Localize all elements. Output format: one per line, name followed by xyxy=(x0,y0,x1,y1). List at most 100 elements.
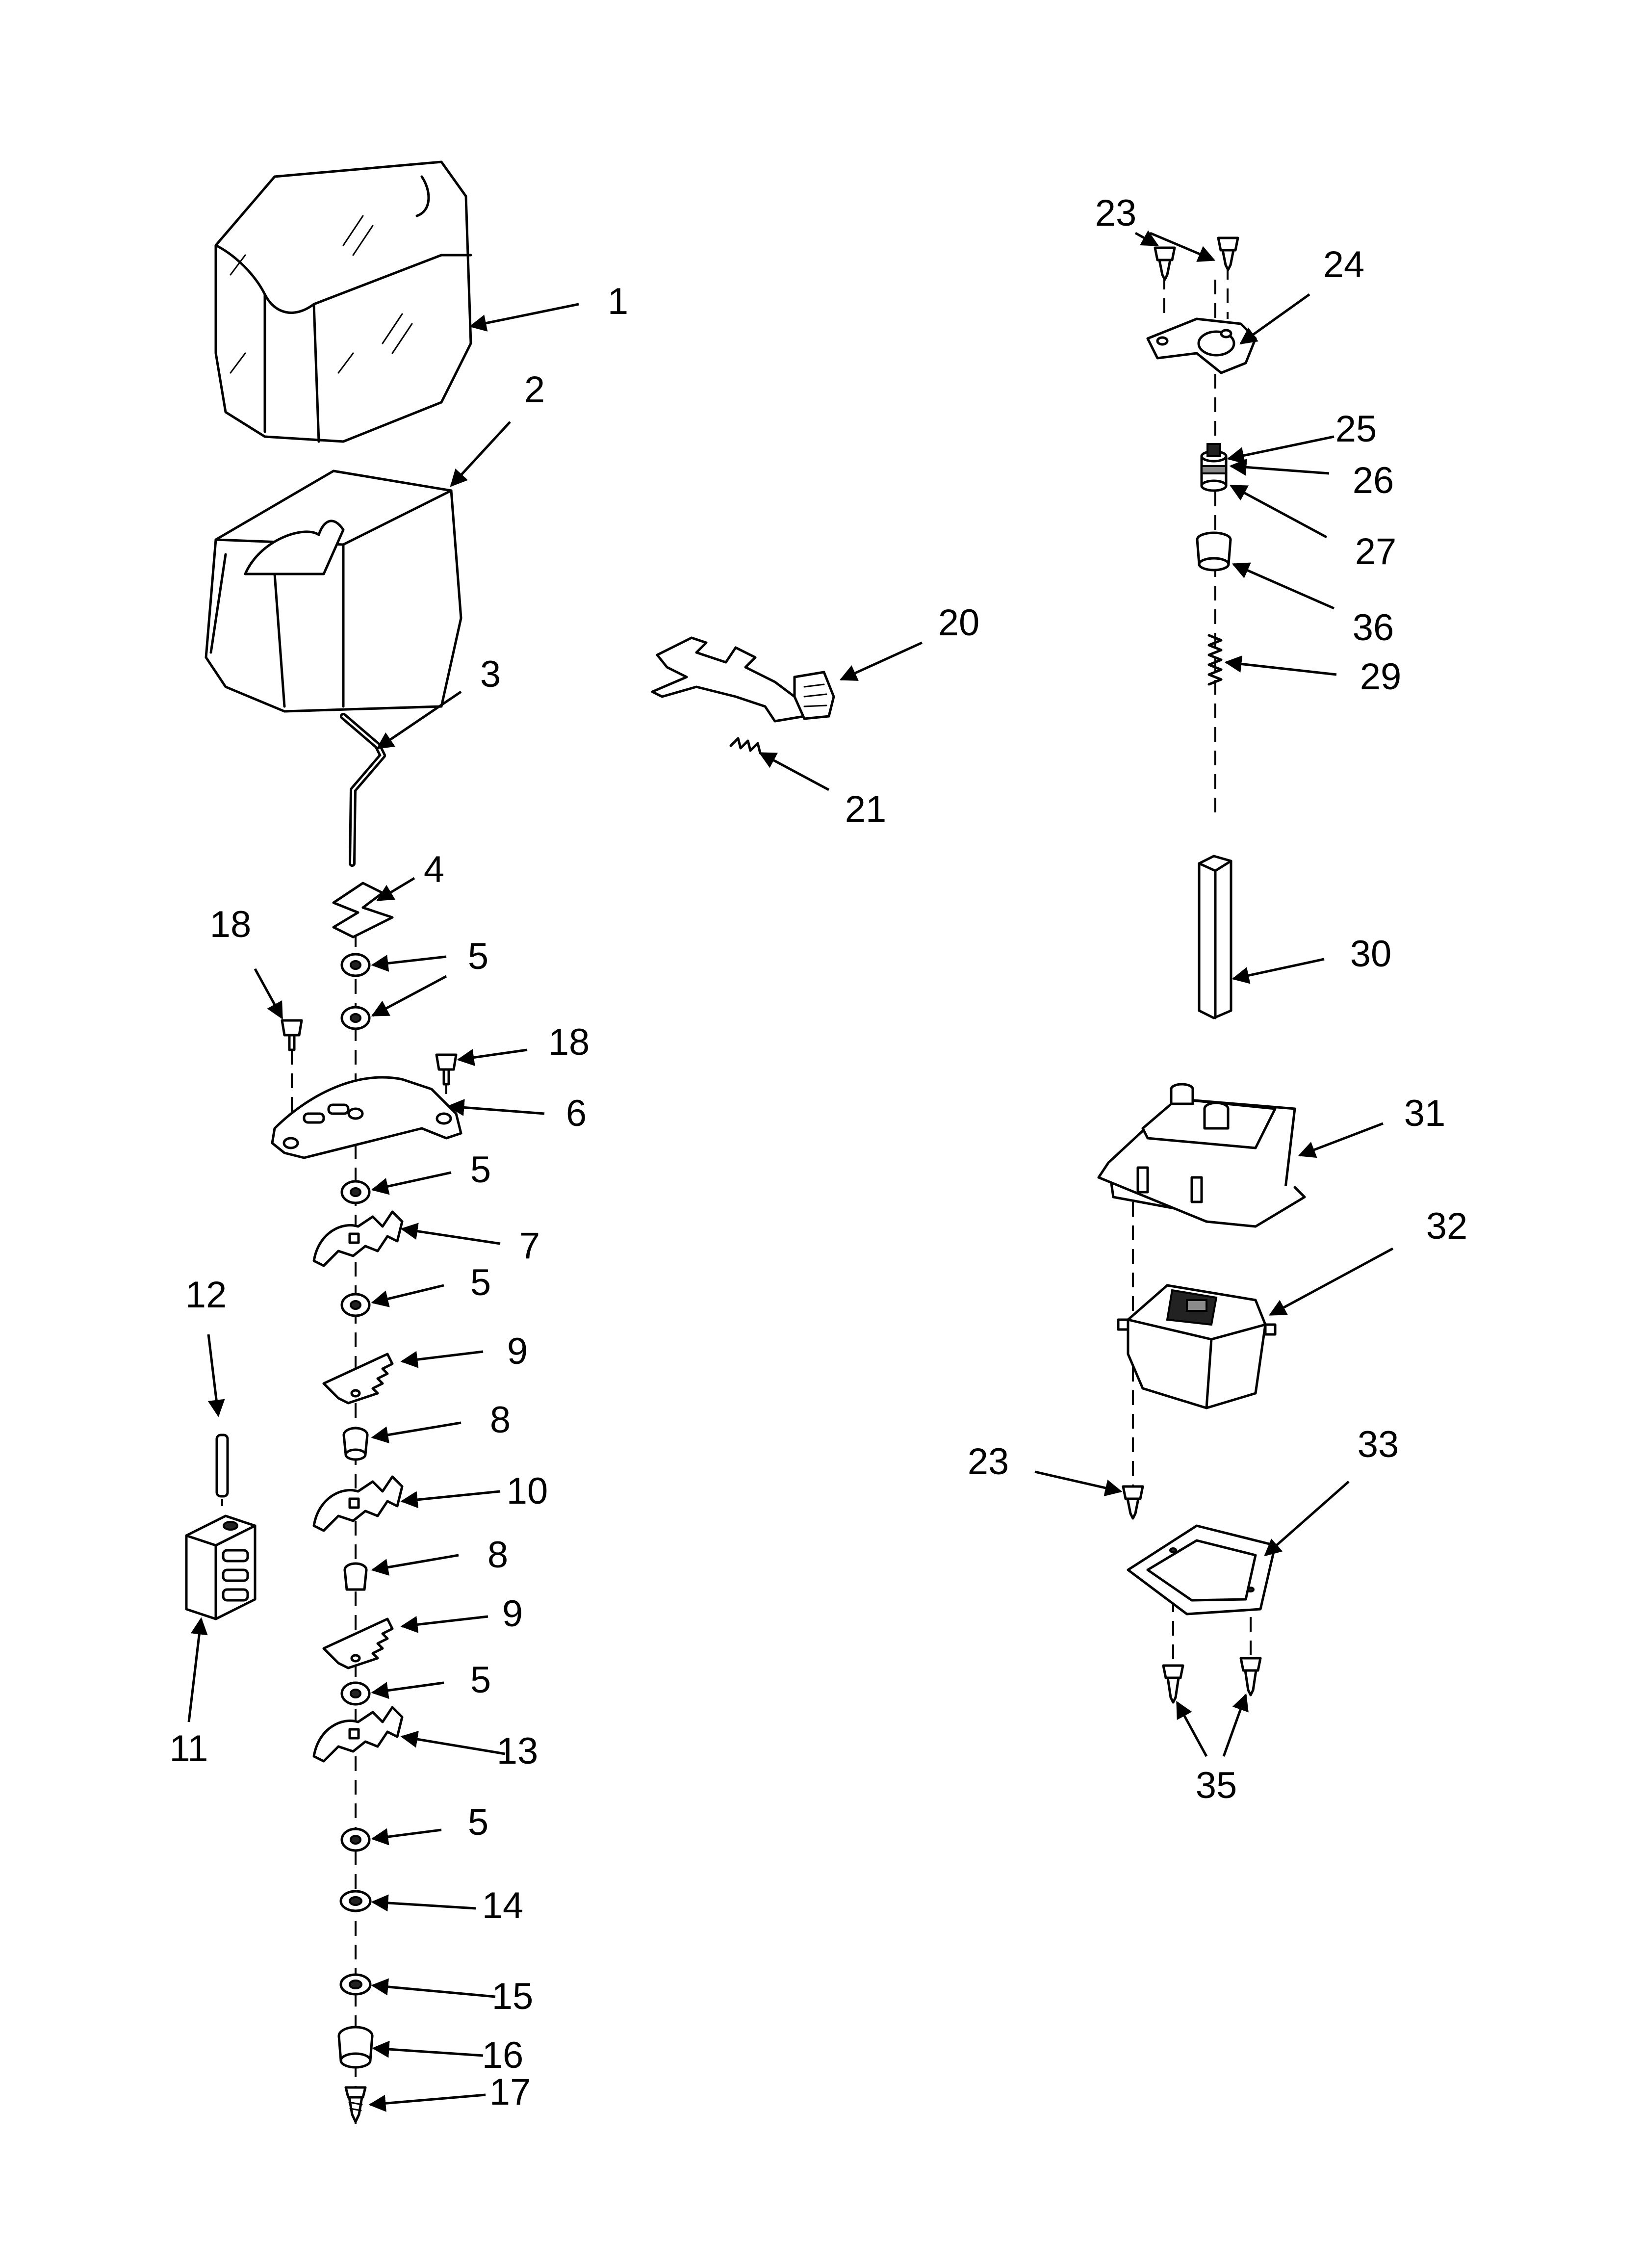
leader-5f xyxy=(371,1828,442,1846)
leader-26 xyxy=(1229,458,1330,476)
leader-17 xyxy=(368,2093,486,2112)
leader-6 xyxy=(447,1098,545,1116)
clip-part xyxy=(332,882,394,938)
callout-35: 35 xyxy=(1196,1765,1237,1806)
callout-16: 16 xyxy=(482,2034,524,2076)
leader-3 xyxy=(376,690,462,750)
leader-24 xyxy=(1239,293,1310,345)
callout-17: 17 xyxy=(489,2071,531,2113)
callout-7: 7 xyxy=(519,1225,540,1267)
screw-23a-left-part xyxy=(1154,246,1176,281)
leader-8b xyxy=(371,1554,459,1576)
leader-30 xyxy=(1232,958,1325,984)
ice-bin-part xyxy=(205,469,462,713)
housing-31-part xyxy=(1097,1083,1306,1228)
leader-27 xyxy=(1229,484,1328,539)
blade-9b-part xyxy=(322,1617,394,1669)
callout-15: 15 xyxy=(492,1976,534,2017)
callout-26: 26 xyxy=(1353,460,1394,501)
cup-36-part xyxy=(1196,531,1232,572)
leader-2 xyxy=(450,421,511,487)
callout-23a: 23 xyxy=(1095,192,1137,234)
callout-20: 20 xyxy=(938,602,980,644)
leader-16 xyxy=(372,2040,484,2058)
callout-14: 14 xyxy=(482,1885,524,1927)
callout-33: 33 xyxy=(1358,1424,1399,1465)
callout-5e: 5 xyxy=(470,1659,491,1701)
spacer-5d-part xyxy=(340,1293,371,1317)
bracket-part xyxy=(271,1076,462,1159)
callout-8a: 8 xyxy=(490,1399,511,1441)
nut-16-part xyxy=(337,2026,374,2069)
callout-3: 3 xyxy=(480,653,501,695)
callout-13: 13 xyxy=(497,1730,539,1772)
spacer-5a-part xyxy=(340,953,371,977)
spacer-5b-part xyxy=(340,1006,371,1030)
callout-1: 1 xyxy=(608,281,628,322)
leader-15 xyxy=(371,1978,496,1998)
callout-12: 12 xyxy=(185,1274,227,1316)
leader-23a-right xyxy=(1150,232,1216,262)
switch-25-26-27-part xyxy=(1200,443,1228,492)
callout-9b: 9 xyxy=(502,1593,523,1635)
callout-21: 21 xyxy=(845,788,887,830)
spacer-5c-part xyxy=(340,1180,371,1204)
leader-5d xyxy=(371,1284,444,1307)
callout-18b: 18 xyxy=(548,1021,590,1063)
leader-12 xyxy=(207,1334,225,1417)
leader-5a xyxy=(371,955,447,972)
blade-7-part xyxy=(312,1210,404,1267)
bracket-24-part xyxy=(1146,317,1257,374)
leader-14 xyxy=(371,1894,476,1912)
callout-18a: 18 xyxy=(210,904,252,945)
callout-5a: 5 xyxy=(468,936,488,977)
screw-18a-part xyxy=(281,1019,303,1051)
leader-25 xyxy=(1227,435,1334,464)
ice-bin-liner-part xyxy=(214,160,472,443)
blade-13-part xyxy=(312,1706,404,1763)
spacer-5e-part xyxy=(340,1681,371,1706)
block-11-part xyxy=(185,1514,257,1620)
leader-18b xyxy=(457,1048,528,1066)
washer-14-part xyxy=(339,1890,372,1912)
leader-20 xyxy=(839,641,923,681)
leader-5e xyxy=(371,1681,444,1699)
callout-9a: 9 xyxy=(507,1330,528,1372)
screw-23a-right-part xyxy=(1217,236,1239,271)
bracket-20-part xyxy=(651,636,835,723)
leader-9b xyxy=(400,1615,488,1633)
leader-4 xyxy=(376,877,415,902)
leader-35-right xyxy=(1222,1693,1249,1757)
callout-30: 30 xyxy=(1350,933,1392,975)
callout-23b: 23 xyxy=(968,1441,1009,1483)
callout-31: 31 xyxy=(1404,1093,1446,1134)
leader-11 xyxy=(187,1617,208,1722)
callout-8b: 8 xyxy=(487,1534,508,1576)
leader-10 xyxy=(400,1490,501,1509)
leader-23a-left xyxy=(1134,230,1159,247)
leader-1 xyxy=(469,303,579,332)
pin-12-part xyxy=(215,1434,229,1498)
screw-35-left-part xyxy=(1162,1664,1184,1704)
bushing-8b-part xyxy=(343,1562,368,1591)
auger-wire-part xyxy=(340,713,386,867)
callout-5c: 5 xyxy=(470,1149,491,1191)
callout-5f: 5 xyxy=(468,1801,488,1843)
callout-4: 4 xyxy=(424,849,444,890)
callout-36: 36 xyxy=(1353,607,1394,649)
callout-2: 2 xyxy=(524,369,545,411)
leader-31 xyxy=(1298,1122,1384,1158)
leader-5c xyxy=(371,1171,452,1195)
leader-21 xyxy=(758,752,830,791)
blade-10-part xyxy=(312,1475,404,1532)
callout-29: 29 xyxy=(1360,656,1402,698)
callout-10: 10 xyxy=(507,1470,548,1512)
bushing-8a-part xyxy=(342,1427,369,1461)
leader-29 xyxy=(1224,655,1337,676)
leader-18a xyxy=(254,968,283,1020)
screw-23b-part xyxy=(1122,1485,1144,1520)
callout-27: 27 xyxy=(1355,531,1397,573)
washer-15-part xyxy=(339,1973,372,1996)
screw-18b-part xyxy=(435,1053,458,1086)
